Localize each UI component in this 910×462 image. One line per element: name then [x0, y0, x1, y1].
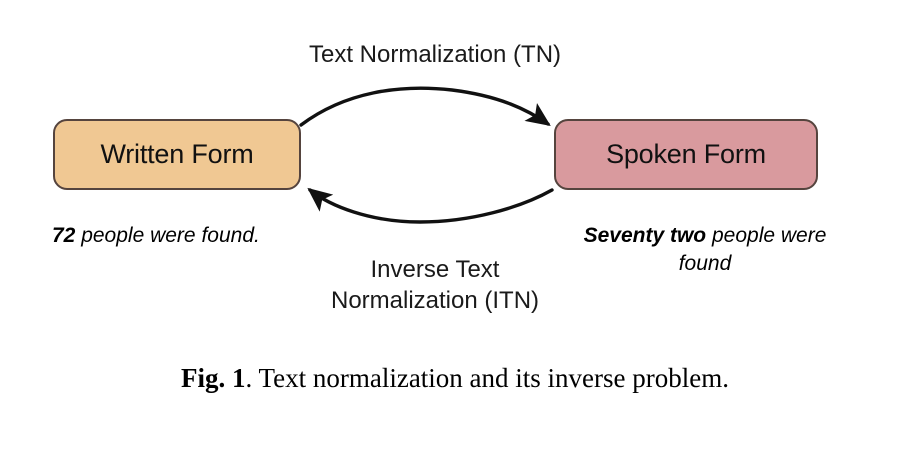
- spoken-form-example: Seventy two people were found: [580, 222, 830, 279]
- itn-arrow: [307, 187, 554, 224]
- written-form-example: 72 people were found.: [52, 222, 382, 250]
- figure-caption: Fig. 1. Text normalization and its inver…: [0, 363, 910, 394]
- node-spoken-form[interactable]: Spoken Form: [554, 119, 818, 190]
- written-form-example-rest: people were found.: [75, 224, 260, 247]
- figure-caption-text: . Text normalization and its inverse pro…: [245, 363, 730, 393]
- written-form-example-emphasis: 72: [52, 224, 76, 247]
- figure-caption-number: Fig. 1: [181, 363, 246, 393]
- tn-arrow: [299, 86, 551, 127]
- spoken-form-example-emphasis: Seventy two: [583, 224, 707, 247]
- node-spoken-form-label: Spoken Form: [606, 139, 766, 169]
- node-written-form[interactable]: Written Form: [53, 119, 301, 190]
- spoken-form-example-rest: people were found: [678, 224, 827, 276]
- tn-edge-label: Text Normalization (TN): [308, 41, 562, 68]
- node-written-form-label: Written Form: [100, 139, 254, 169]
- itn-edge-label: Inverse Text Normalization (ITN): [330, 256, 540, 314]
